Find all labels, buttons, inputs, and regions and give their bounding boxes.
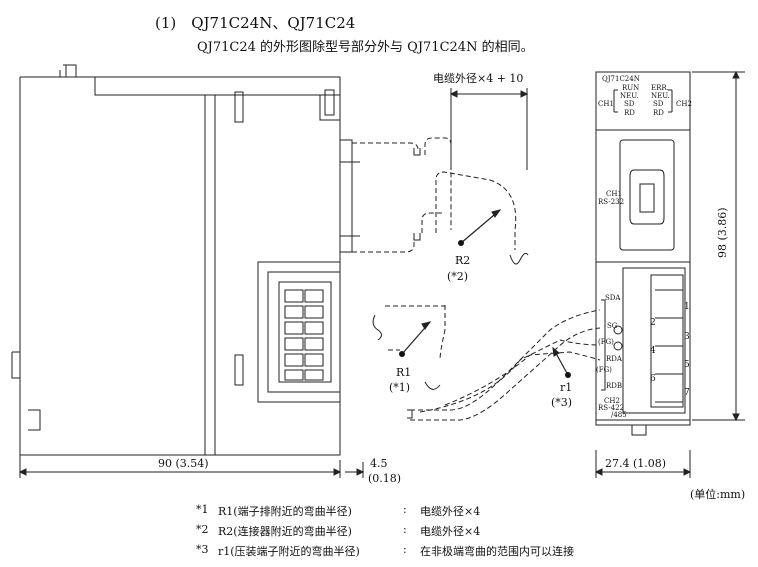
r1-small-label: r1 [560,381,573,394]
note-value-2: 电缆外径×4 [420,525,481,538]
page-subtitle: QJ71C24 的外形图除型号部分外与 QJ71C24N 的相同。 [197,40,534,55]
ch1-port-label: CH1 [606,190,622,198]
note-value-1: 电缆外径×4 [420,505,481,518]
r1-small-center-dot [565,372,571,378]
ch1-led-group-label: CH1 [598,100,614,108]
note-mark-3: *3 [196,543,209,556]
ch2-port-type-label-2: /485 [611,411,627,419]
rd-led-label: RD [624,109,635,117]
terminal-number-4: 4 [650,346,656,356]
terminal-number-6: 6 [650,374,656,384]
terminal-number-3: 3 [684,332,690,342]
terminal-number-1: 1 [684,302,690,312]
unit-label: (单位:mm) [690,488,746,501]
sd-led-label: SD [624,100,635,108]
ch2-led-group-label: CH2 [676,100,692,108]
fg-label: (FG) [598,338,614,346]
r2-label: R2 [455,254,471,267]
front-width-label: 27.4 (1.08) [605,457,667,470]
note-sep-1: : [403,503,407,516]
note-mark-2: *2 [196,523,209,536]
ch1-port-type-label: RS-232 [598,198,625,206]
r1-center-dot [399,351,405,357]
neu-led-label: NEU. [620,92,639,100]
terminal-number-5: 5 [684,360,690,370]
height-label: 98 (3.86) [716,207,729,258]
note-text-1: R1(端子排附近的弯曲半径) [218,505,352,518]
side-width-label: 90 (3.54) [158,457,209,470]
r1-label: R1 [396,366,412,379]
note-sep-2: : [403,523,407,536]
err-led-label: ERR. [651,84,669,92]
rdb-label: RDB [606,382,623,390]
note-text-2: R2(连接器附近的弯曲半径) [218,525,352,538]
note-sep-3: : [403,543,407,556]
note-value-3: 在非极端弯曲的范围内可以连接 [420,545,574,558]
neu-led-label-2: NEU. [651,92,670,100]
page-title: (1) QJ71C24N、QJ71C24 [155,14,356,32]
connector-depth-inch-label: (0.18) [368,472,402,485]
terminal-number-7: 7 [684,388,690,398]
run-led-label: RUN [622,84,640,92]
rda-label: RDA [606,355,622,363]
note-text-3: r1(压装端子附近的弯曲半径) [218,545,360,558]
rd-led-label-2: RD [653,109,664,117]
ch2-port-label: CH2 [604,397,620,405]
r1-small-note-label: (*3) [551,396,573,409]
model-label: QJ71C24N [602,75,640,83]
note-mark-1: *1 [196,503,209,516]
sg-label: SG [607,322,618,330]
ch2-port-type-label: RS-422 [598,404,625,412]
r1-note-label: (*1) [389,381,411,394]
sd-led-label-2: SD [653,100,664,108]
terminal-number-2: 2 [650,318,656,328]
cable-dimension-label: 电缆外径×4 + 10 [433,72,524,85]
r2-note-label: (*2) [447,270,469,283]
connector-depth-label: 4.5 [370,457,388,470]
sda-label: SDA [605,294,621,302]
fg-label-2: (FG) [596,366,612,374]
r2-center-dot [458,240,464,246]
